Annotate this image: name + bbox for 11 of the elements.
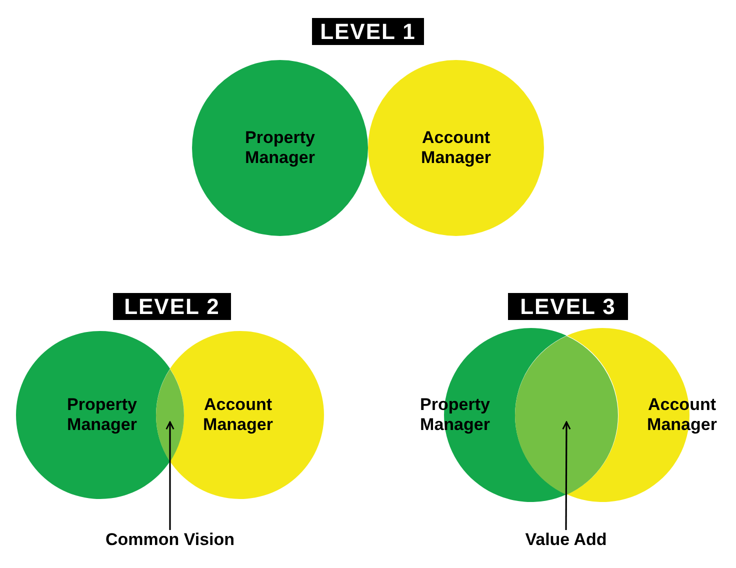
level-banner: LEVEL 1 bbox=[312, 18, 424, 45]
leader-line bbox=[166, 421, 174, 530]
leader-line bbox=[562, 421, 571, 530]
circle-label: Account Manager bbox=[202, 395, 274, 435]
level-banner: LEVEL 2 bbox=[113, 293, 231, 320]
circle-label: Account Manager bbox=[420, 128, 492, 168]
callout-text: Value Add bbox=[506, 530, 626, 552]
circle-label: Property Manager bbox=[66, 395, 138, 435]
callout-text: Common Vision bbox=[95, 530, 245, 552]
level-banner: LEVEL 3 bbox=[508, 293, 628, 320]
circle-label: Property Manager bbox=[244, 128, 316, 168]
